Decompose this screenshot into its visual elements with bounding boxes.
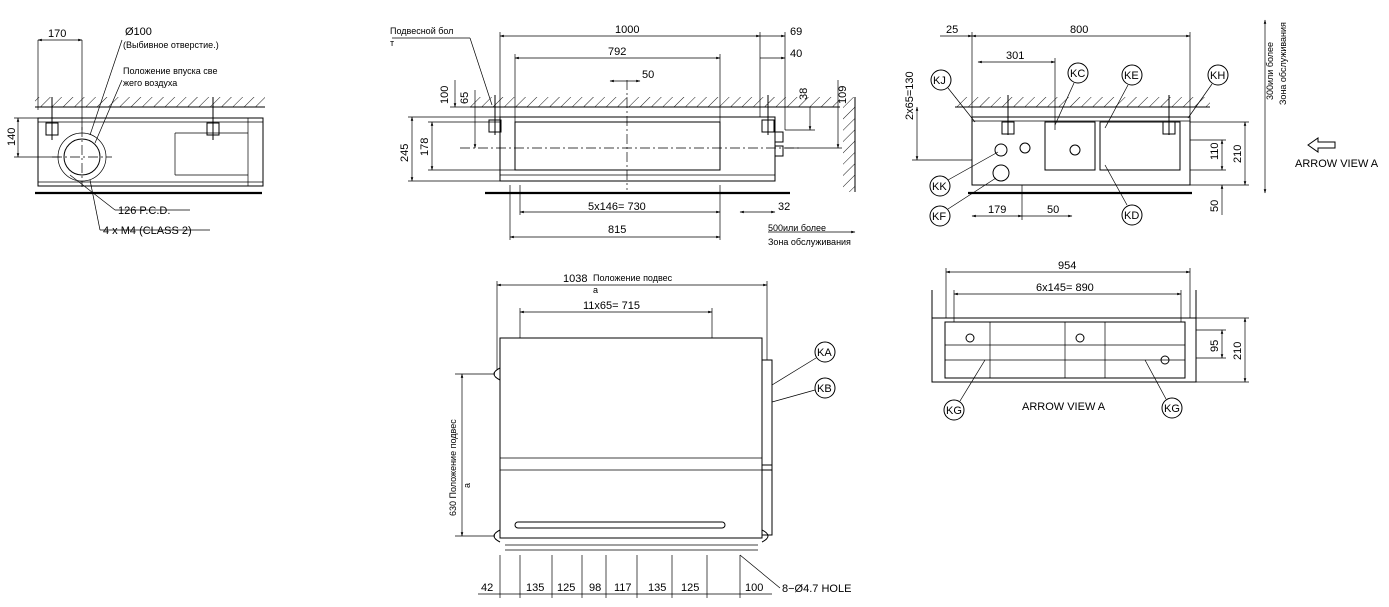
unit-top: [499, 337, 763, 539]
bottom-dim-135a: 135: [526, 582, 544, 594]
dim-38: 38: [798, 88, 810, 100]
callout-ka: KA: [817, 347, 832, 359]
dim-5x146: 5x146= 730: [588, 201, 646, 213]
hole-diameter: Ø100: [125, 26, 152, 38]
arrow-view-title: ARROW VIEW A: [1022, 401, 1106, 413]
left-side-view: 170 140 Ø100 (Выбивное отверстие.) Полож…: [6, 26, 265, 237]
bottom-dim-42: 42: [481, 582, 493, 594]
hang-pos-2: а: [593, 285, 598, 295]
dim-25: 25: [946, 24, 958, 36]
callout-kd: KD: [1124, 210, 1139, 222]
callout-kc: KC: [1070, 68, 1085, 80]
ceiling-hatch: [955, 97, 1210, 107]
bottom-dim-100: 100: [745, 582, 763, 594]
bottom-dim-98: 98: [589, 582, 601, 594]
callout-kj: KJ: [933, 75, 946, 87]
dim-210: 210: [1232, 145, 1244, 163]
air-intake-note-1: Положение впуска све: [123, 66, 217, 76]
callout-kb: KB: [817, 383, 832, 395]
callout-kk: KK: [932, 181, 947, 193]
dim-32: 32: [778, 201, 790, 213]
service-zone-right-1: 300или более: [1265, 42, 1275, 100]
dim-6x145: 6x145= 890: [1036, 282, 1094, 294]
dim-815: 815: [608, 224, 626, 236]
dim-50h: 50: [1047, 204, 1059, 216]
dim-2x65: 2x65=130: [904, 71, 916, 120]
dim-954: 954: [1058, 260, 1076, 272]
hanging-bolt-1: Подвесной бол: [390, 26, 453, 36]
dim-40: 40: [790, 48, 802, 60]
dim-65: 65: [459, 92, 471, 104]
callout-kg-left: KG: [946, 405, 962, 417]
wall-hatch: [843, 97, 855, 192]
callout-kh: KH: [1210, 70, 1225, 82]
holes-label: 8−Ø4.7 HOLE: [782, 583, 851, 595]
dim-50: 50: [642, 69, 654, 81]
dim-178: 178: [419, 138, 431, 156]
hanging-bolt-2: т: [390, 38, 394, 48]
service-zone-right-2: Зона обслуживания: [1278, 22, 1288, 105]
right-side-view: 800 25 301 2x65=130 300или более Зона об…: [904, 19, 1379, 227]
bottom-dim-135b: 135: [648, 582, 666, 594]
dim-100: 100: [439, 86, 451, 104]
air-intake-note-2: жего воздуха: [123, 78, 177, 88]
unit-body: [971, 116, 1191, 186]
service-zone-front-1: 500или более: [768, 223, 826, 233]
dim-109: 109: [837, 86, 849, 104]
bottom-dim-125a: 125: [557, 582, 575, 594]
dim-630-b: а: [462, 483, 472, 488]
dim-210-arrow: 210: [1232, 342, 1244, 360]
dim-1038: 1038: [563, 273, 587, 285]
knockout-note: (Выбивное отверстие.): [123, 40, 219, 50]
dim-1000: 1000: [615, 24, 639, 36]
dim-95: 95: [1209, 340, 1221, 352]
dim-50v: 50: [1209, 200, 1221, 212]
unit-body: [37, 117, 264, 187]
dim-301: 301: [1006, 50, 1024, 62]
bottom-dim-125b: 125: [681, 582, 699, 594]
unit-body: [499, 116, 776, 182]
ceiling-hatch: [470, 97, 840, 107]
screw-label: 4 x M4 (CLASS 2): [103, 225, 192, 237]
dim-792: 792: [608, 46, 626, 58]
dim-110: 110: [1209, 142, 1221, 160]
dim-630: 630 Положение подвес: [448, 419, 458, 516]
arrow-view-label-right: ARROW VIEW A: [1295, 158, 1379, 170]
top-view: 1038 Положение подвес а 11x65= 715 630 П…: [448, 273, 851, 598]
dim-11x65: 11x65= 715: [583, 300, 640, 312]
fresh-air-hole: [63, 138, 101, 176]
callout-kg-right: KG: [1164, 403, 1180, 415]
callout-kf: KF: [932, 211, 946, 223]
dim-69: 69: [790, 26, 802, 38]
hang-pos-1: Положение подвес: [593, 273, 673, 283]
arrow-view-indicator: [1307, 137, 1336, 153]
unit-arrow-view: [931, 317, 1197, 383]
front-view: 1000 69 792 40 50 100 65 245 178 38 109: [390, 24, 856, 247]
dim-170: 170: [48, 28, 66, 40]
arrow-view-a: 954 6x145= 890 95 210 ARROW VIEW A KG KG: [931, 260, 1249, 421]
ceiling-hatch: [35, 97, 265, 107]
dim-800: 800: [1070, 24, 1088, 36]
dim-140: 140: [6, 128, 18, 146]
service-zone-front-2: Зона обслуживания: [768, 237, 851, 247]
dim-179: 179: [988, 204, 1006, 216]
bottom-dim-117: 117: [614, 582, 632, 594]
callout-ke: KE: [1124, 70, 1139, 82]
pcd-label: 126 P.C.D.: [118, 205, 170, 217]
dim-245: 245: [399, 144, 411, 162]
